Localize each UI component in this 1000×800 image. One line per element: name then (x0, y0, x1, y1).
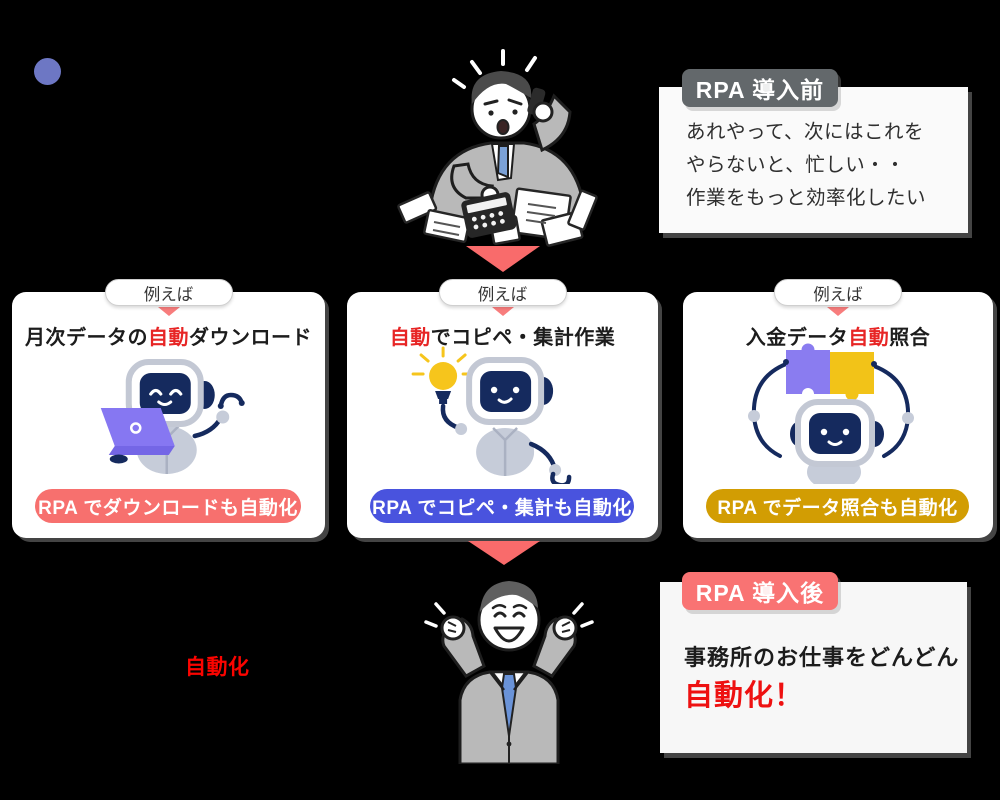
laptop-icon (100, 408, 175, 446)
tie (496, 145, 509, 179)
paper-lines (432, 203, 557, 236)
arrow-down-icon (466, 246, 540, 272)
card-button: RPA でコピペ・集計も自動化 (370, 489, 634, 523)
bullet-dot (34, 58, 61, 85)
arrow-down-icon (468, 541, 540, 565)
happy-eyes (493, 611, 526, 618)
small-arrow-down-icon (491, 307, 514, 316)
hair (471, 71, 532, 104)
example-card-matching: 例えば 入金データ自動照合 (683, 279, 993, 538)
example-tag: 例えば (104, 279, 233, 306)
stress-marks-icon (452, 49, 537, 89)
example-card-copypaste: 例えば 自動でコピペ・集計作業 (347, 279, 658, 538)
card-title: 自動でコピペ・集計作業 (389, 327, 616, 349)
card-button: RPA でダウンロードも自動化 (35, 489, 301, 523)
tie (500, 673, 518, 737)
before-text-line: あれやって、次にはこれを (686, 121, 925, 143)
robot-with-laptop-illustration (86, 356, 261, 486)
robot-with-lightbulb-illustration (403, 346, 588, 489)
before-text-line: やらないと、忙しい・・ (686, 154, 906, 176)
claw-icon (549, 471, 571, 488)
example-tag: 例えば (438, 279, 567, 306)
example-card-download: 例えば 月次データの自動ダウンロード RPA でダウンロ (12, 279, 325, 538)
small-arrow-down-icon (827, 307, 849, 316)
robot-face (139, 373, 191, 414)
before-panel: あれやって、次にはこれを やらないと、忙しい・・ 作業をもっと効率化したい (659, 87, 968, 233)
after-badge: RPA 導入後 (682, 572, 838, 610)
worried-mouth (496, 119, 510, 135)
cheer-marks (424, 602, 594, 628)
busy-worker-illustration (396, 46, 616, 256)
happy-worker-illustration (420, 566, 598, 769)
hair (480, 581, 538, 612)
after-emphasis-text: 自動化！ (684, 680, 805, 712)
calculator-icon (461, 192, 517, 238)
card-title: 月次データの自動ダウンロード (25, 327, 312, 349)
robot-face (479, 371, 531, 412)
robot-with-puzzle-illustration (738, 342, 938, 490)
card-button: RPA でデータ照合も自動化 (706, 489, 969, 523)
hand (532, 101, 554, 123)
suit-button (506, 741, 512, 747)
after-panel: 事務所のお仕事をどんどん 自動化！ (660, 582, 967, 753)
example-tag: 例えば (774, 279, 902, 306)
card-title: 入金データ自動照合 (745, 327, 931, 349)
before-text-line: 作業をもっと効率化したい (686, 187, 927, 209)
side-note-text: 自動化 (185, 656, 250, 679)
after-text: 事務所のお仕事をどんどん (684, 645, 960, 670)
lightbulb-icon (428, 362, 457, 390)
puzzle-icon (786, 343, 874, 401)
open-smile (493, 626, 525, 643)
small-arrow-down-icon (157, 307, 180, 316)
before-badge: RPA 導入前 (682, 69, 838, 107)
robot-face (809, 413, 861, 454)
fists (440, 615, 578, 641)
claw-icon (218, 392, 244, 409)
